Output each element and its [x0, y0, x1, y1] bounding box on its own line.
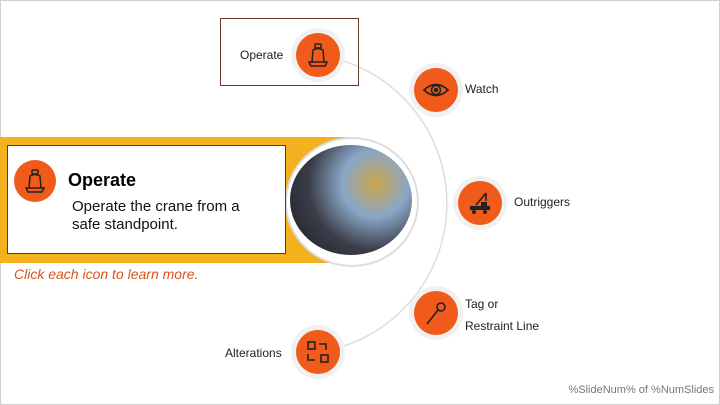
- seat-icon: [14, 160, 56, 202]
- tag-line-button[interactable]: [414, 291, 458, 335]
- detail-panel: Operate Operate the crane from a safe st…: [7, 145, 286, 254]
- seat-icon: [307, 43, 329, 67]
- panel-body: Operate the crane from a safe standpoint…: [72, 198, 240, 233]
- outriggers-label[interactable]: Outriggers: [514, 195, 571, 209]
- operate-label[interactable]: Operate: [240, 48, 284, 62]
- instruction-text: Click each icon to learn more.: [14, 266, 199, 282]
- operate-selected-box: [220, 18, 359, 86]
- tag-label-line1[interactable]: Tag or: [465, 297, 499, 311]
- panel-title: Operate: [68, 170, 137, 190]
- crane-cab-photo: [290, 145, 412, 255]
- operate-seat-button[interactable]: [296, 33, 340, 77]
- tag-label-line2[interactable]: Restraint Line: [465, 319, 540, 333]
- outriggers-crane-button[interactable]: [458, 181, 502, 225]
- crane-truck-icon: [470, 192, 490, 214]
- alterations-arrows-icon: [307, 341, 329, 363]
- watch-label[interactable]: Watch: [465, 82, 499, 96]
- eye-icon: [422, 83, 450, 97]
- watch-eye-button[interactable]: [414, 68, 458, 112]
- rope-icon: [426, 302, 446, 325]
- alterations-label[interactable]: Alterations: [225, 346, 282, 360]
- slide-number-footer: %SlideNum% of %NumSlides: [568, 384, 715, 396]
- alterations-button[interactable]: [296, 330, 340, 374]
